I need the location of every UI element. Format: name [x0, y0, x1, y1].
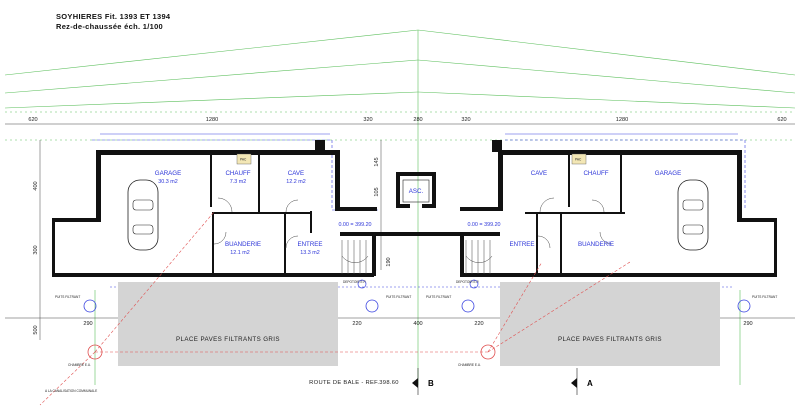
annotation: A LA CANALISATION COMMUNALE	[45, 389, 97, 393]
room-area: 12.1 m2	[230, 250, 249, 256]
parking-left-label: PLACE PAVES FILTRANTS GRIS	[176, 336, 280, 343]
dimension-label: 105	[374, 187, 380, 196]
section-label: B	[428, 379, 434, 388]
car-left-icon	[127, 179, 159, 251]
room-area: 12.2 m2	[286, 179, 305, 185]
section-marker-b: B	[412, 368, 434, 395]
annotation: DEPOTOIR E.P.	[343, 280, 366, 284]
left-unit-walls	[52, 140, 377, 277]
dimension-label: 220	[352, 321, 361, 327]
room-name: GARAGE	[655, 170, 681, 177]
room-name: CAVE	[288, 170, 304, 177]
left-unit-doors	[213, 197, 299, 249]
dimension-label: 190	[386, 257, 392, 266]
dimensions-left: 400 300 500	[33, 181, 39, 334]
right-unit-walls	[460, 140, 777, 277]
section-label: A	[587, 379, 593, 388]
left-unit-rooms: GARAGE 30.3 m2 CHAUFF 7.3 m2 CAVE 12.2 m…	[155, 170, 323, 256]
plan-title: SOYHIERES Fit. 1393 ET 1394	[56, 12, 171, 21]
filter-wells	[83, 279, 751, 360]
construction-lines	[4, 29, 796, 385]
room-area: 30.3 m2	[158, 179, 177, 185]
room-name: ENTREE	[509, 241, 534, 248]
dimension-label: 1280	[616, 117, 628, 123]
dimension-label: 145	[374, 157, 380, 166]
room-name: BUANDERIE	[578, 241, 614, 248]
pac-label: PAC	[575, 158, 582, 162]
dimensions-center: 145 105 190	[374, 157, 392, 266]
room-name: CAVE	[531, 170, 547, 177]
room-name: GARAGE	[155, 170, 181, 177]
stairs-right	[465, 240, 493, 274]
level-left: 0.00 = 399.20	[338, 222, 371, 228]
dimension-label: 400	[33, 181, 39, 190]
road-label: ROUTE DE BALE - REF.398.60	[309, 380, 399, 386]
dimension-label: 1280	[206, 117, 218, 123]
drainage-annotations: PUITS FILTRANT PUITS FILTRANT PUITS FILT…	[45, 280, 777, 393]
room-name: BUANDERIE	[225, 241, 261, 248]
parking-left	[118, 282, 338, 366]
room-area: 7.3 m2	[230, 179, 246, 185]
annotation: PUITS FILTRANT	[752, 295, 777, 299]
room-area: 13.3 m2	[300, 250, 319, 256]
car-right-icon	[677, 179, 709, 251]
dimension-label: 320	[461, 117, 470, 123]
annotation: PUITS FILTRANT	[426, 295, 451, 299]
dimension-label: 400	[413, 321, 422, 327]
heat-pump-left	[236, 153, 252, 165]
dimensions-top: 620 1280 320 280 320 1280 620	[28, 117, 786, 123]
annotation: PUITS FILTRANT	[386, 295, 411, 299]
annotation: CHAMBRE E.U.	[458, 363, 481, 367]
dimension-label: 620	[777, 117, 786, 123]
dimension-label: 290	[83, 321, 92, 327]
elevator-label: ASC.	[409, 188, 424, 195]
parking-right-label: PLACE PAVES FILTRANTS GRIS	[558, 336, 662, 343]
right-unit-doors	[537, 197, 613, 249]
elevator-core	[376, 172, 460, 236]
drainage-lines	[39, 211, 631, 406]
room-name: ENTREE	[297, 241, 322, 248]
annotation: PUITS FILTRANT	[55, 295, 80, 299]
section-marker-a: A	[571, 368, 593, 395]
stairs-left	[341, 240, 369, 274]
room-name: CHAUFF	[225, 170, 250, 177]
plan-subtitle: Rez-de-chaussée éch. 1/100	[56, 22, 164, 31]
parking-right	[500, 282, 720, 366]
heat-pump-right	[571, 153, 587, 165]
dimension-label: 320	[363, 117, 372, 123]
dimension-label: 280	[413, 117, 422, 123]
annotation: CHAMBRE E.U.	[68, 363, 91, 367]
level-right: 0.00 = 399.20	[467, 222, 500, 228]
dimension-label: 300	[33, 245, 39, 254]
dimension-label: 620	[28, 117, 37, 123]
roof-outline	[92, 133, 746, 288]
right-unit-rooms: CAVE CHAUFF GARAGE ENTREE BUANDERIE	[509, 170, 681, 248]
room-name: CHAUFF	[583, 170, 608, 177]
dimension-label: 220	[474, 321, 483, 327]
pac-label: PAC	[240, 158, 247, 162]
dimension-label: 290	[743, 321, 752, 327]
annotation: DEPOTOIR E.P.	[456, 280, 479, 284]
dimension-label: 500	[33, 325, 39, 334]
